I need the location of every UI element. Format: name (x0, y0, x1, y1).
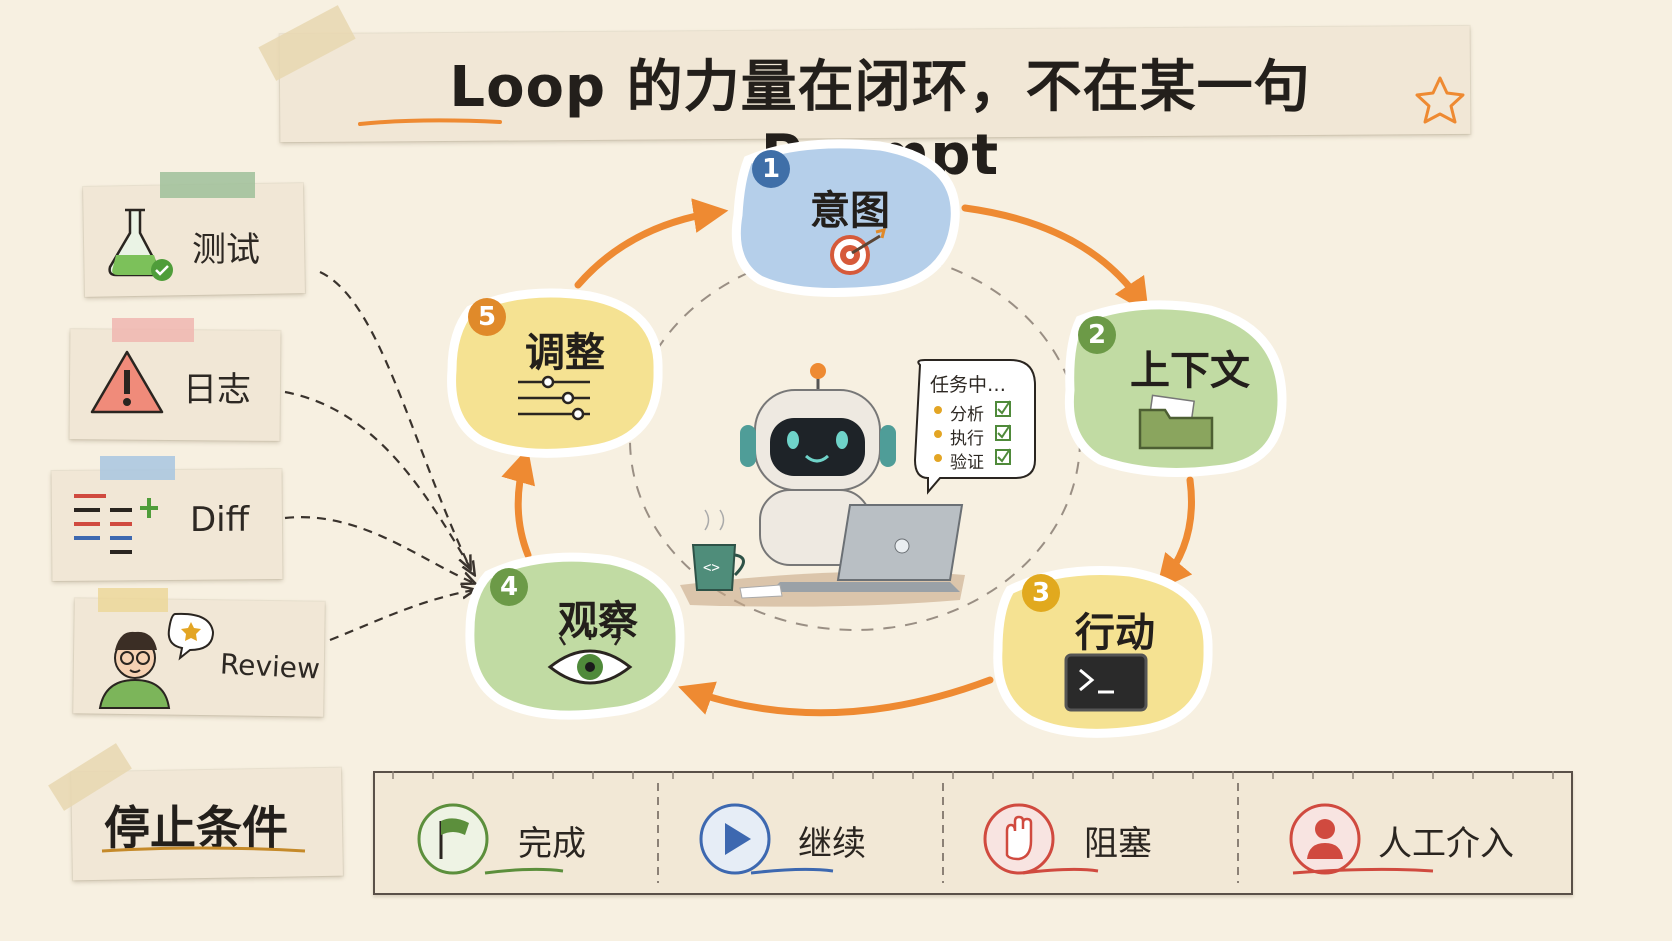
speech-item: 验证 (950, 453, 984, 473)
input-arrow-tests (319, 271, 470, 568)
card-tape (100, 456, 175, 480)
terminal-icon (1064, 653, 1148, 712)
stop-conditions-bar (373, 771, 1573, 895)
speech-item: 分析 (950, 405, 984, 425)
node-blob-intent (731, 139, 960, 297)
coffee-mug-icon (691, 544, 737, 591)
speech-title: 任务中… (930, 374, 1007, 396)
arrow-2-to-3 (1156, 476, 1195, 591)
person-icon (1289, 803, 1361, 875)
card-tape (112, 318, 194, 342)
node-number-intent: 1 (752, 150, 790, 188)
warning-icon (90, 350, 164, 414)
reviewer-icon (98, 612, 215, 709)
node-number-observe: 4 (490, 568, 528, 606)
node-label-observe[interactable]: 观察 (558, 598, 638, 644)
speech-item: 执行 (950, 429, 984, 449)
node-label-action[interactable]: 行动 (1075, 610, 1155, 656)
star-icon (1415, 76, 1465, 124)
stop-label-blocked[interactable]: 阻塞 (1084, 824, 1152, 864)
card-tape (98, 588, 168, 612)
arrow-1-to-2 (961, 204, 1149, 314)
input-arrow-review (329, 590, 474, 642)
node-blob-action (993, 566, 1213, 738)
robot-illustration: <> (680, 363, 965, 607)
check-icon (995, 400, 1011, 465)
node-label-intent[interactable]: 意图 (810, 188, 890, 234)
stop-label-done[interactable]: 完成 (518, 824, 586, 864)
stop-bar-decor (392, 771, 1554, 883)
stop-conditions-title: 停止条件 (104, 801, 288, 855)
flask-icon (108, 208, 173, 281)
input-arrow-logs (284, 390, 474, 574)
input-label-tests: 测试 (192, 230, 260, 270)
input-label-diff: Diff (190, 500, 250, 540)
node-label-adjust[interactable]: 调整 (525, 330, 605, 376)
play-icon (699, 803, 771, 875)
arrow-4-to-5 (501, 447, 536, 559)
stop-label-human[interactable]: 人工介入 (1378, 824, 1514, 864)
folder-icon (1138, 394, 1214, 450)
arrow-3-to-4 (678, 676, 994, 717)
input-label-logs: 日志 (183, 370, 251, 410)
node-blob-adjust (447, 288, 663, 458)
flag-icon (417, 803, 489, 875)
node-blob-context (1064, 300, 1287, 477)
node-label-context[interactable]: 上下文 (1130, 348, 1250, 394)
sliders-icon (518, 375, 590, 421)
arrow-5-to-1 (574, 198, 729, 289)
node-number-context: 2 (1078, 316, 1116, 354)
input-label-review: Review (219, 647, 321, 686)
target-icon (830, 227, 887, 275)
node-number-action: 3 (1022, 574, 1060, 612)
stop-title-underline (101, 846, 306, 853)
hand-stop-icon (983, 803, 1055, 875)
svg-text:<>: <> (703, 560, 720, 576)
speech-bubble (913, 359, 1036, 495)
eye-icon (547, 630, 633, 685)
card-tape (160, 172, 255, 198)
stop-label-continue[interactable]: 继续 (798, 824, 866, 864)
node-number-adjust: 5 (468, 298, 506, 336)
input-arrow-diff (284, 516, 474, 583)
diff-icon (74, 494, 158, 554)
